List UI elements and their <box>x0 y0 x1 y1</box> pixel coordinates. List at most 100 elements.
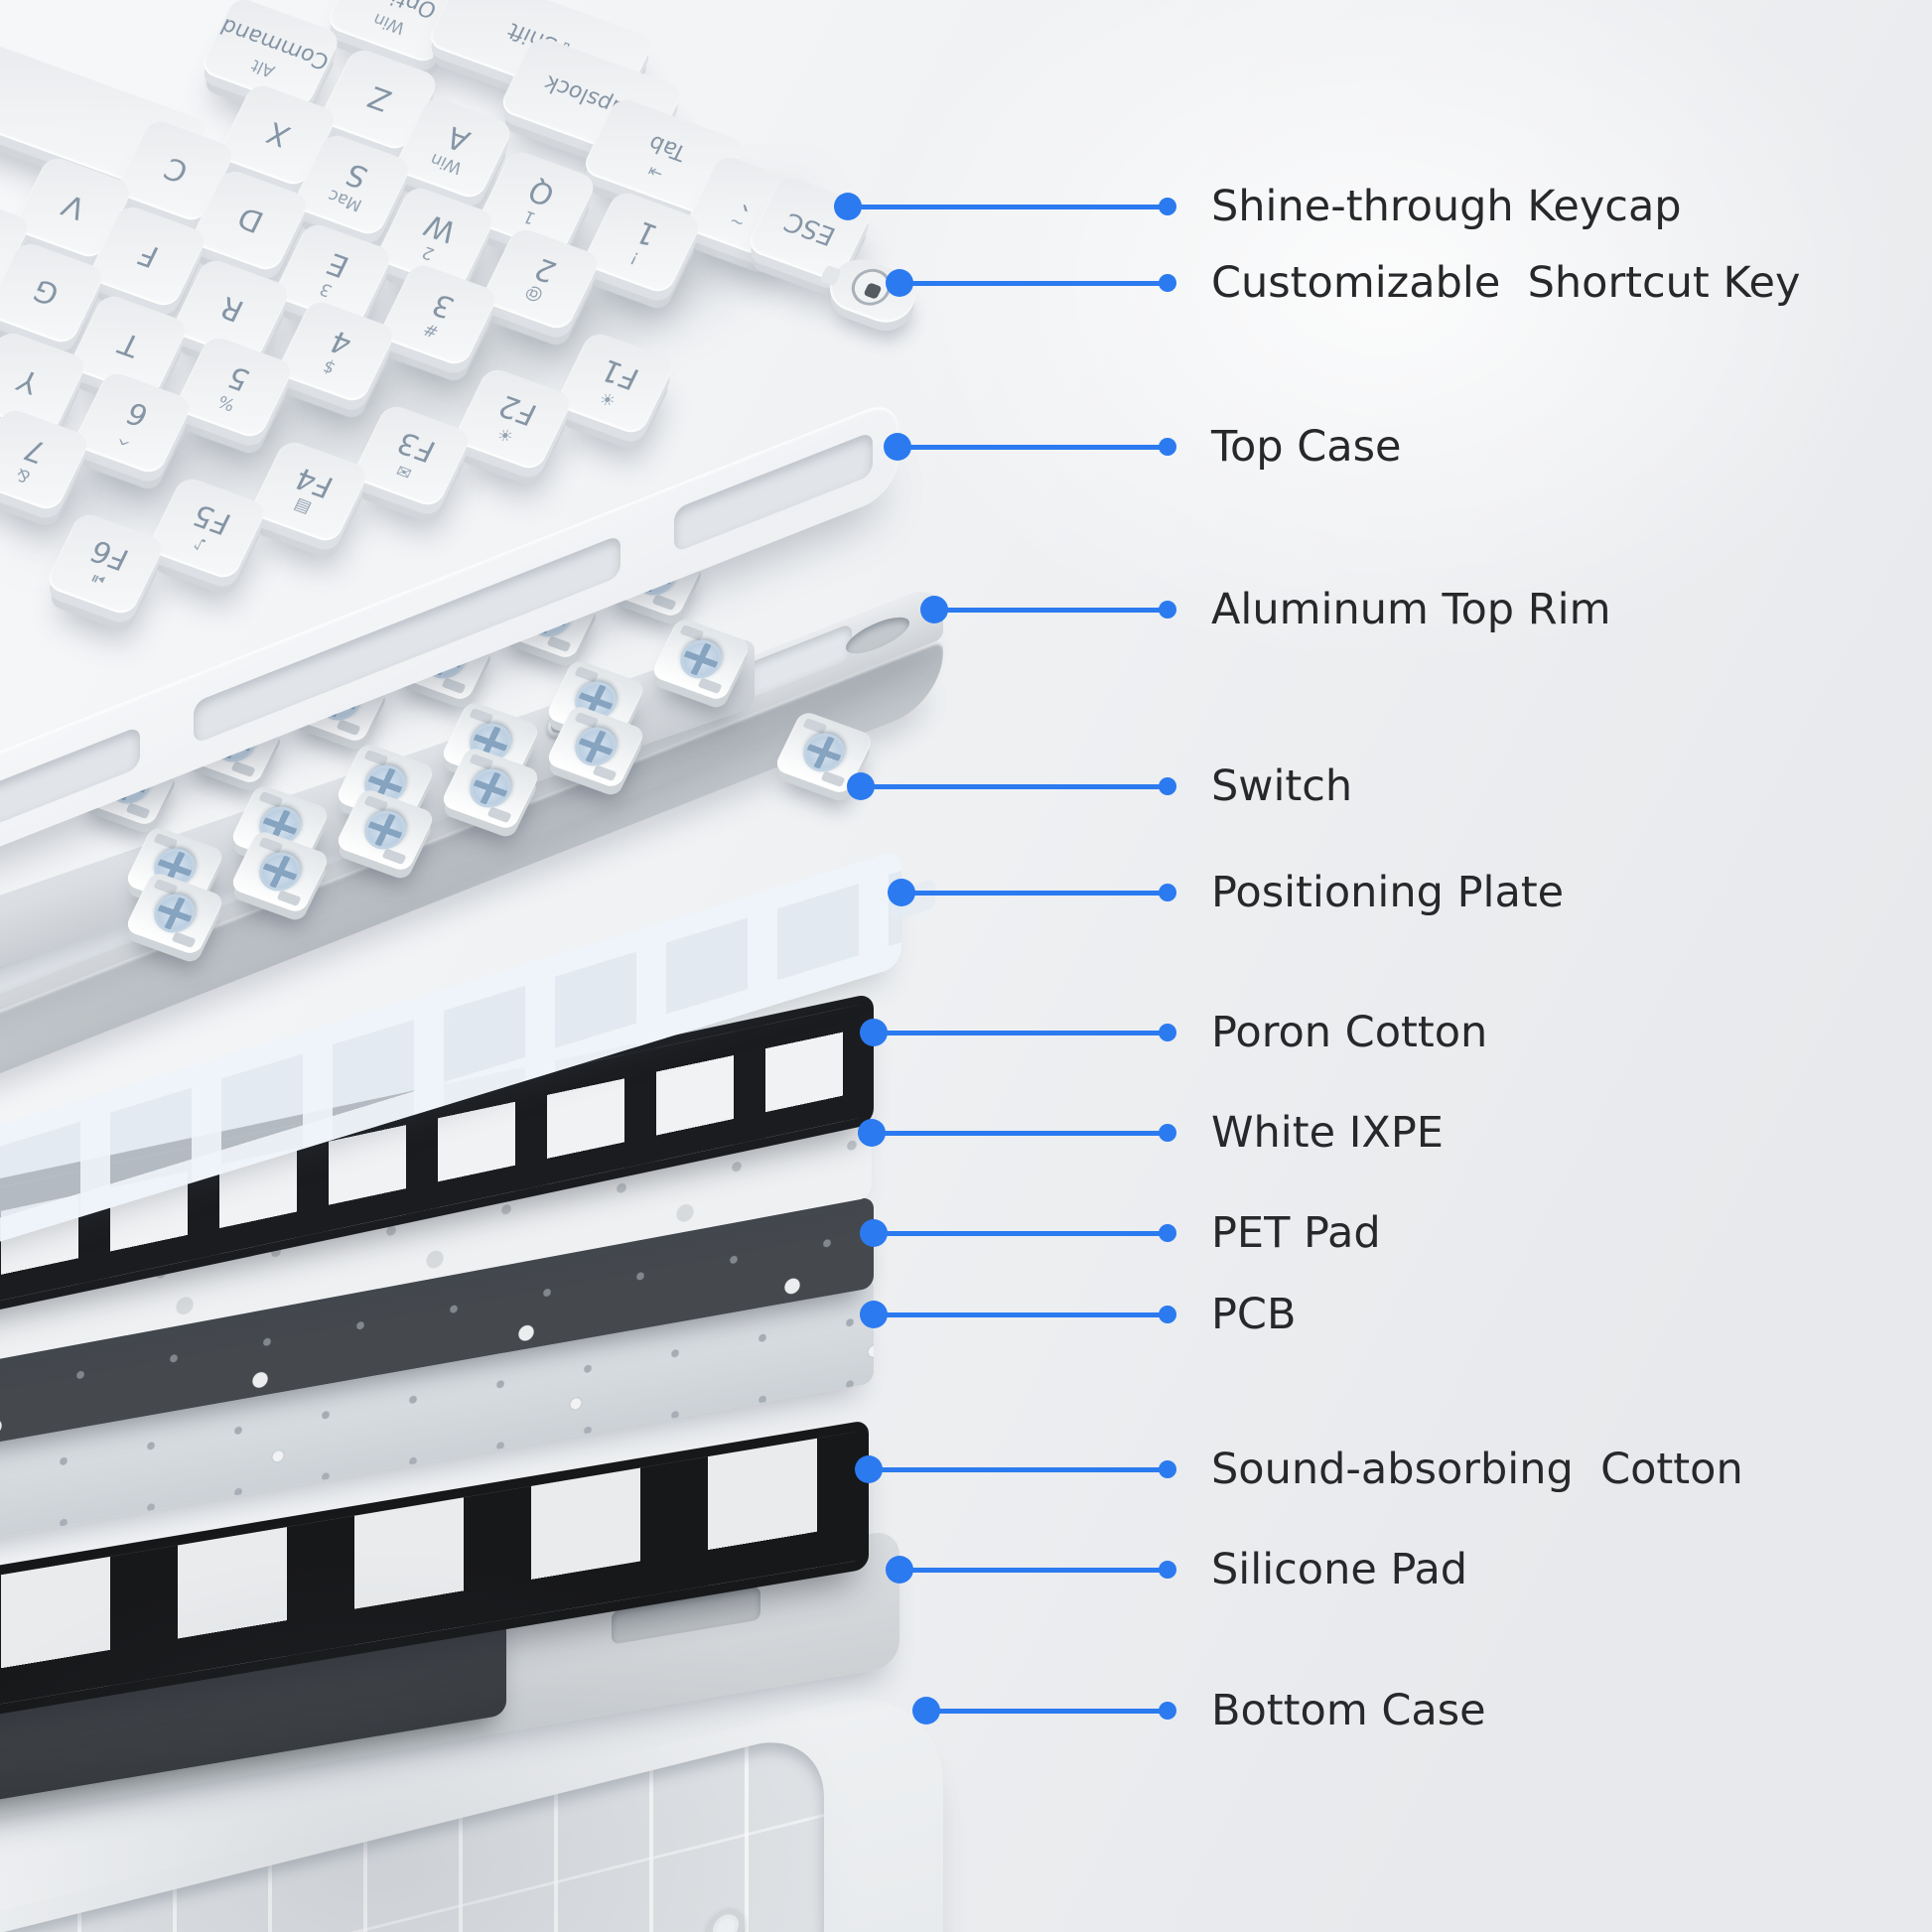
switch-notch <box>258 790 284 808</box>
keycap-sub-legend: $ <box>319 355 339 378</box>
callout-line-11 <box>869 1466 1168 1472</box>
callout-label: Shine-through Keycap <box>1211 182 1682 231</box>
keycap-legend: E <box>321 245 354 284</box>
switch-notch <box>697 677 723 695</box>
callout-anchor-dot <box>858 1119 886 1147</box>
callout-anchor-dot <box>860 1301 888 1328</box>
keycap-legend: W <box>418 207 462 250</box>
callout-anchor-dot <box>855 1455 883 1483</box>
keycap-legend: T <box>113 326 147 363</box>
switch-notch <box>679 623 705 641</box>
switch-notch <box>574 711 600 729</box>
callout-line-3 <box>897 444 1168 450</box>
keycap-legend: C <box>158 150 195 190</box>
callout-line-2 <box>899 280 1168 286</box>
keycap-legend: X <box>260 114 296 153</box>
keycap-sub-legend: 2 <box>418 242 438 264</box>
callout-elbow-dot <box>1159 1702 1176 1720</box>
switch-notch <box>381 848 407 866</box>
switch-stem-icon <box>252 847 308 897</box>
keycap-legend: V <box>57 187 92 225</box>
keycap-legend: F5 <box>187 496 237 541</box>
keycap-legend: 7 <box>18 431 53 470</box>
callout-line-13 <box>926 1708 1168 1714</box>
switch-notch <box>171 931 197 949</box>
keycap-sub-legend: ! <box>626 247 643 269</box>
switch-notch <box>441 677 467 695</box>
keycap-legend: ESC <box>779 206 841 251</box>
switch-notch <box>153 878 179 896</box>
callout-anchor-dot <box>847 772 875 800</box>
keycap-legend: F3 <box>391 424 441 469</box>
keycap-legend: D <box>231 199 270 239</box>
callout-label: Aluminum Top Rim <box>1211 585 1611 634</box>
callout-anchor-dot <box>886 1556 913 1584</box>
keycap-sub-legend: 3 <box>316 278 336 301</box>
switch-stem-icon <box>796 728 852 777</box>
switch-notch <box>276 890 302 907</box>
callout-label: Positioning Plate <box>1211 868 1565 917</box>
top-case-cutout <box>674 431 873 554</box>
callout-elbow-dot <box>1159 1024 1176 1041</box>
callout-elbow-dot <box>1159 1460 1176 1478</box>
keycap-legend: 4 <box>324 323 358 361</box>
keycap-legend: 3 <box>426 287 460 326</box>
switch-stem-icon <box>147 889 203 938</box>
switch-notch <box>363 794 389 812</box>
switch-stem-icon <box>568 722 623 771</box>
keycap-sub-legend: ⏯ <box>86 568 109 592</box>
callout-line-6 <box>901 890 1168 896</box>
switch-notch <box>363 749 389 766</box>
switch-notch <box>230 760 256 778</box>
keycap-legend: 1 <box>629 214 664 253</box>
switch-notch <box>651 594 677 612</box>
keycap-legend: Y <box>12 361 45 400</box>
callout-elbow-dot <box>1159 601 1176 619</box>
callout-elbow-dot <box>1159 438 1176 456</box>
keycap-legend: F6 <box>85 532 135 577</box>
callout-elbow-dot <box>1159 1306 1176 1323</box>
switch-notch <box>469 753 494 770</box>
keycap-sub-legend: & <box>12 464 34 486</box>
callout-line-4 <box>934 607 1168 613</box>
switch-notch <box>258 836 284 854</box>
switch-notch <box>802 717 828 735</box>
keycap-legend: ` <box>734 179 764 216</box>
callout-label: Bottom Case <box>1211 1686 1486 1735</box>
callout-elbow-dot <box>1159 1224 1176 1242</box>
switch-stem-icon <box>673 634 729 684</box>
callout-anchor-dot <box>860 1019 888 1046</box>
callout-anchor-dot <box>886 269 913 297</box>
callout-label: Top Case <box>1211 422 1402 472</box>
callout-line-10 <box>874 1311 1168 1317</box>
callout-anchor-dot <box>920 596 948 623</box>
callout-label: Switch <box>1211 761 1353 811</box>
callout-line-12 <box>899 1567 1168 1573</box>
callout-line-7 <box>874 1030 1168 1035</box>
switch-notch <box>546 635 572 653</box>
keycap-legend: Z <box>362 77 398 117</box>
switch-notch <box>469 707 494 725</box>
keycap-sub-legend: ▤ <box>290 495 315 519</box>
keycap-legend: S <box>340 156 373 195</box>
callout-anchor-dot <box>912 1697 940 1725</box>
callout-elbow-dot <box>1159 884 1176 901</box>
switch-notch <box>486 806 512 824</box>
keycap-legend: Q <box>522 172 561 212</box>
switch-notch <box>153 832 179 850</box>
keycap-sub-legend: ☀ <box>493 423 518 447</box>
keycap-sub-legend: ⇥ <box>644 161 667 185</box>
callout-elbow-dot <box>1159 274 1176 292</box>
callout-anchor-dot <box>834 193 862 220</box>
switch-notch <box>125 802 151 820</box>
keycap-sub-legend: ♪ <box>190 532 209 555</box>
switch-notch <box>820 770 846 788</box>
switch-stem-icon <box>463 763 518 813</box>
callout-label: PCB <box>1211 1290 1297 1339</box>
callout-label: PET Pad <box>1211 1208 1381 1258</box>
keycap-sub-legend: ^ <box>113 427 137 451</box>
keycap-sub-legend: ~ <box>726 210 749 234</box>
keycap-legend: 2 <box>528 250 562 289</box>
keycap-legend: R <box>214 289 250 329</box>
